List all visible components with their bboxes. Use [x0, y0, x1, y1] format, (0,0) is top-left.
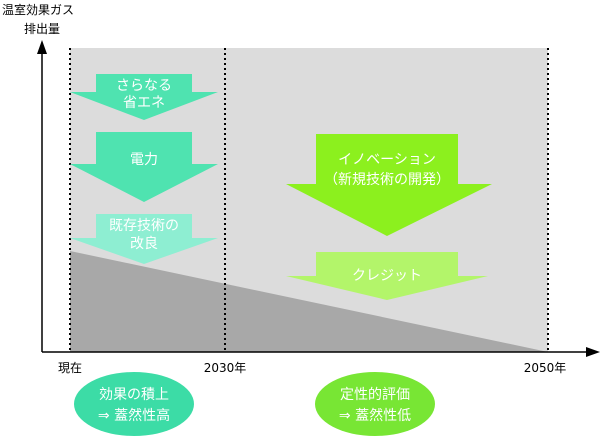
y-axis-arrowhead	[37, 40, 47, 54]
x-tick-now: 現在	[58, 361, 82, 375]
existing-tech-label-line2: 改良	[130, 236, 158, 252]
y-axis-label-line2: 排出量	[24, 22, 60, 36]
qualitative-evaluation-line1: 定性的評価	[340, 387, 410, 403]
energy-saving-arrow: さらなる 省エネ	[70, 74, 218, 120]
y-axis-label-line1: 温室効果ガス	[2, 2, 74, 17]
credit-arrow: クレジット	[286, 252, 488, 300]
power-label: 電力	[130, 152, 158, 168]
quantified-effect-oval: 効果の積上 ⇒ 蓋然性高	[74, 372, 194, 436]
existing-tech-label-line1: 既存技術の	[109, 218, 179, 234]
qualitative-evaluation-oval: 定性的評価 ⇒ 蓋然性低	[315, 372, 435, 436]
energy-saving-label-line1: さらなる	[116, 78, 172, 94]
x-tick-2030: 2030年	[204, 361, 247, 375]
innovation-label-line2: （新規技術の開発）	[324, 172, 450, 188]
quantified-effect-line2: ⇒ 蓋然性高	[98, 407, 170, 424]
existing-tech-arrow: 既存技術の 改良	[70, 214, 218, 264]
x-tick-2050: 2050年	[524, 361, 567, 375]
innovation-arrow: イノベーション （新規技術の開発）	[286, 134, 492, 236]
x-axis-arrowhead	[586, 347, 600, 357]
innovation-label-line1: イノベーション	[338, 152, 436, 168]
power-arrow: 電力	[70, 132, 218, 202]
energy-saving-label-line2: 省エネ	[123, 95, 165, 111]
qualitative-evaluation-line2: ⇒ 蓋然性低	[339, 407, 411, 424]
credit-label: クレジット	[352, 268, 422, 284]
emission-wedge	[70, 251, 548, 352]
quantified-effect-line1: 効果の積上	[99, 387, 169, 403]
